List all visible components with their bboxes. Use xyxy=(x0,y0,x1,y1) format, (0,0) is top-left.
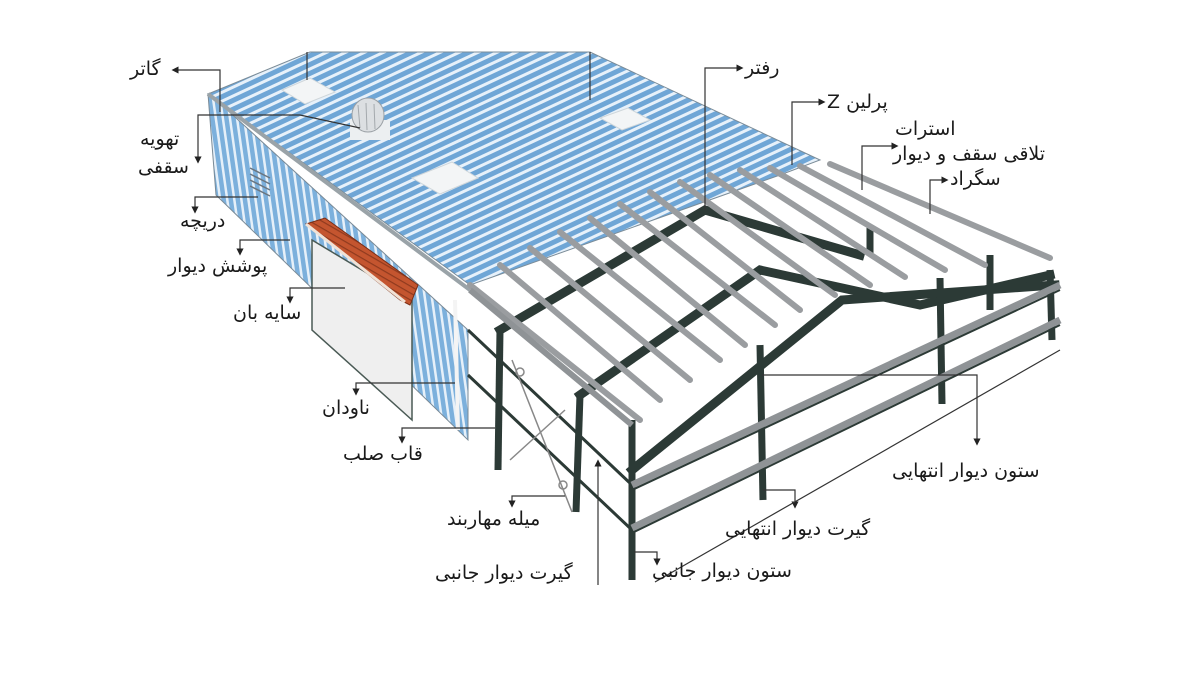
label-eave-strut-line1: استرات xyxy=(895,118,956,140)
label-side-wall-column: ستون دیوار جانبی xyxy=(652,560,792,582)
steel-frame-graphic xyxy=(466,161,1062,580)
label-wall-cladding: پوشش دیوار xyxy=(168,255,268,277)
canopy-graphic xyxy=(304,217,419,306)
label-canopy: سایه بان xyxy=(233,302,302,324)
label-side-wall-girt: گیرت دیوار جانبی xyxy=(435,562,573,584)
label-end-wall-girt: گیرت دیوار انتهایی xyxy=(725,518,871,540)
label-downspout: ناودان xyxy=(322,397,370,419)
label-bracing-rod: میله مهاربند xyxy=(447,508,541,530)
label-rafter: رفتر xyxy=(745,57,780,79)
label-gutter: گاتر xyxy=(130,58,161,80)
label-roof-ventilator-line2: سقفی xyxy=(138,156,189,178)
roof-sheeting-graphic xyxy=(206,51,822,292)
label-roof-ventilator-line1: تهویه xyxy=(140,128,180,150)
label-z-purlin: پرلین Z xyxy=(827,91,888,113)
label-eave-strut-line2: تلاقی سقف و دیوار xyxy=(893,143,1046,165)
label-end-wall-column: ستون دیوار انتهایی xyxy=(892,460,1040,482)
label-louver: دریچه xyxy=(180,210,226,232)
leader-lines xyxy=(171,52,1061,585)
label-ridge: سگراد xyxy=(950,168,1001,190)
ventilator-icon xyxy=(350,97,390,140)
label-rigid-frame: قاب صلب xyxy=(343,443,423,465)
